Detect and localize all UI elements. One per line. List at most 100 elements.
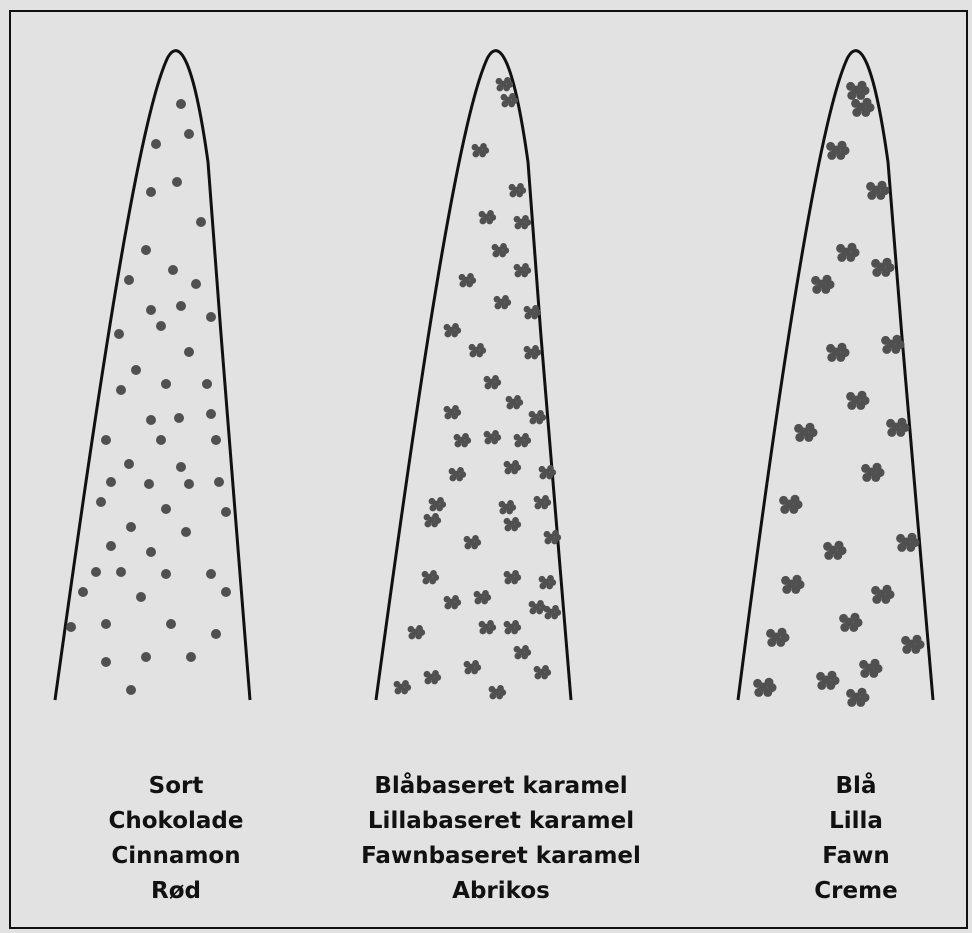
pigment-granule xyxy=(519,187,526,194)
pigment-granule xyxy=(514,464,521,471)
pigment-granule xyxy=(101,435,111,445)
pigment-granule xyxy=(496,85,503,92)
pigment-granule xyxy=(184,129,194,139)
pigment-granule xyxy=(161,379,171,389)
pigment-granule xyxy=(101,657,111,667)
pigment-granule xyxy=(474,591,481,598)
pigment-granule xyxy=(514,521,521,528)
pigment-granule xyxy=(504,468,511,475)
pigment-granule xyxy=(812,285,821,294)
pigment-granule xyxy=(504,518,511,525)
pigment-granule xyxy=(211,629,221,639)
pigment-granule xyxy=(514,216,521,223)
pigment-granule xyxy=(116,385,126,395)
pigment-granule xyxy=(489,624,496,631)
pigment-granule xyxy=(124,459,134,469)
pigment-granule xyxy=(509,191,516,198)
pigment-granule xyxy=(91,567,101,577)
pigment-granule xyxy=(514,646,521,653)
pigment-granule xyxy=(872,595,881,604)
pigment-granule xyxy=(509,504,516,511)
pigment-granule xyxy=(854,618,863,627)
pigment-granule xyxy=(529,411,536,418)
pigment-granule xyxy=(106,541,116,551)
pigment-granule xyxy=(424,671,431,678)
pigment-granule xyxy=(840,623,849,632)
pigment-granule xyxy=(534,673,541,680)
pigment-granule xyxy=(499,508,506,515)
pigment-granule xyxy=(529,418,536,425)
pigment-granule xyxy=(852,108,861,117)
pigment-granule xyxy=(811,276,820,285)
pigment-granule xyxy=(506,396,513,403)
pigment-granule xyxy=(501,94,508,101)
pigment-granule xyxy=(514,223,521,230)
pigment-granule xyxy=(492,251,499,258)
pigment-granule xyxy=(780,505,789,514)
pigment-granule xyxy=(489,693,496,700)
label-sort: Sort xyxy=(66,769,286,804)
pigment-granule xyxy=(767,638,776,647)
pigment-granule xyxy=(861,396,870,405)
pigment-granule xyxy=(534,309,541,316)
pigment-granule xyxy=(499,689,506,696)
pigment-granule xyxy=(524,267,531,274)
pigment-granule xyxy=(847,698,856,707)
pigment-granule xyxy=(901,423,910,432)
pigment-granule xyxy=(874,664,883,673)
pigment-granule xyxy=(494,379,501,386)
pigment-granule xyxy=(847,91,856,100)
pigment-granule xyxy=(156,435,166,445)
pigment-granule xyxy=(511,97,518,104)
pigment-granule xyxy=(114,329,124,339)
label-group-right: Blå Lilla Fawn Creme xyxy=(756,769,956,909)
pigment-granule xyxy=(902,645,911,654)
label-rod: Rød xyxy=(66,874,286,909)
pigment-granule xyxy=(444,413,451,420)
pigment-granule xyxy=(524,313,531,320)
pigment-granule xyxy=(484,594,491,601)
hair-shaft-left-outline xyxy=(55,51,250,700)
pigment-granule xyxy=(408,633,415,640)
pigment-granule xyxy=(766,629,775,638)
pigment-granule xyxy=(796,580,805,589)
pigment-granule xyxy=(479,621,486,628)
pigment-granule xyxy=(823,542,832,551)
pigment-granule xyxy=(860,669,869,678)
pigment-granule xyxy=(482,147,489,154)
pigment-granule xyxy=(504,621,511,628)
pigment-granule xyxy=(459,281,466,288)
pigment-granule xyxy=(184,347,194,357)
pigment-granule xyxy=(408,626,415,633)
pigment-granule xyxy=(484,383,491,390)
pigment-granule xyxy=(429,498,436,505)
pigment-granule xyxy=(831,676,840,685)
pigment-granule xyxy=(214,477,224,487)
pigment-granule xyxy=(454,327,461,334)
label-abrikos: Abrikos xyxy=(336,874,666,909)
pigment-granule xyxy=(464,536,471,543)
pigment-granule xyxy=(469,277,476,284)
pigment-granule xyxy=(841,146,850,155)
pigment-granule xyxy=(886,263,895,272)
pigment-granule xyxy=(464,661,471,668)
pigment-granule xyxy=(544,669,551,676)
pigment-granule xyxy=(504,578,511,585)
pigment-granule xyxy=(514,271,521,278)
pigment-granule xyxy=(492,244,499,251)
pigment-granule xyxy=(474,539,481,546)
pigment-granule xyxy=(816,672,825,681)
pigment-granule xyxy=(795,433,804,442)
pigment-granule xyxy=(394,681,401,688)
pigment-granule xyxy=(459,274,466,281)
pigment-granule xyxy=(454,409,461,416)
pigment-granule xyxy=(439,501,446,508)
pigment-granule xyxy=(506,403,513,410)
pigment-granule xyxy=(479,211,486,218)
pigment-granule xyxy=(141,245,151,255)
pigment-granule xyxy=(172,177,182,187)
pigment-granule xyxy=(886,419,895,428)
pigment-granule xyxy=(144,479,154,489)
pigment-granule xyxy=(504,628,511,635)
pigment-granule xyxy=(514,624,521,631)
